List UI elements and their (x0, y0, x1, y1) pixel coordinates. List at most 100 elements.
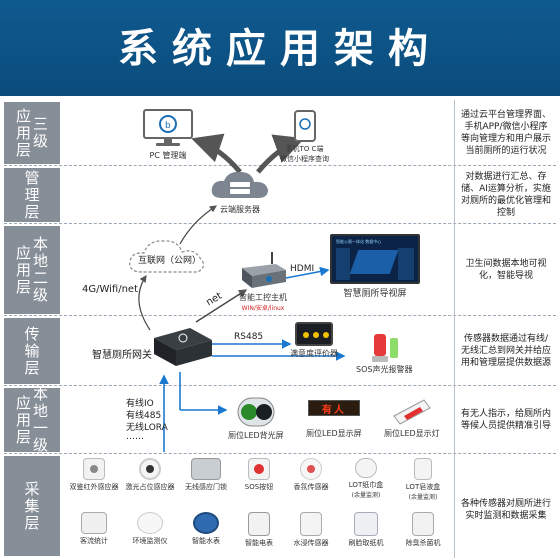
desc-app3: 通过云平台管理界面、手机APP/微信小程序等向管理方和用户展示当前厕所的运行状况 (456, 104, 556, 162)
mobile-label-1: 手机TO C端 (285, 145, 324, 153)
desc-divider (454, 100, 455, 558)
evaluator-label: 满意度评价器 (290, 349, 338, 358)
net-label-left: 4G/Wifi/net (82, 284, 139, 295)
sos-button-icon (248, 458, 270, 480)
sensor-face-paper[interactable]: 刷脸取纸机 (340, 512, 392, 548)
host-label: 智能工控主机 (239, 293, 287, 302)
sensor-env-monitor[interactable]: 环境监测仪 (122, 512, 178, 546)
people-counter-icon (81, 512, 107, 534)
water-leak-sensor-icon (300, 512, 322, 536)
page-title: 系统应用架构 (118, 26, 442, 72)
backlight-screen-icon (237, 397, 275, 427)
desc-app2: 卫生间数据本地可视化，智能导视 (456, 248, 556, 292)
phone-icon (293, 110, 316, 142)
layer-label-app1: 应用层 本地一级 (4, 386, 60, 454)
wired-ellipsis: …… (126, 432, 144, 442)
host-box-icon (242, 252, 286, 288)
led-text: 有人 (321, 404, 346, 416)
sensor-row-2: 客流统计 环境监测仪 智能水表 智能电表 水浸传感器 刷脸取纸机 除臭杀菌机 (64, 512, 452, 558)
layer-label-trans: 传输层 (4, 318, 60, 384)
pc-client[interactable]: b PC 管理端 (142, 108, 194, 161)
hdmi-label: HDMI (290, 264, 315, 274)
sensor-soap-box[interactable]: LOT皂液盒 (余量监测) (396, 458, 450, 501)
host-os-label: WIN/安卓/linux (241, 305, 285, 312)
screen-panel-right (398, 248, 414, 280)
laser-sensor-icon (139, 458, 161, 480)
screen-header-text: 智能公厕一体化 数据中心 (336, 239, 382, 244)
sensor-water-meter[interactable]: 智能水表 (178, 512, 234, 546)
smart-gateway[interactable] (150, 322, 216, 370)
desc-mgmt: 对数据进行汇总、存储、AI运算分析，实施对厕所的最优化管理和控制 (456, 170, 556, 220)
display2-label: 厕位LED显示屏 (306, 429, 362, 438)
tissue-box-icon (355, 458, 377, 478)
display1-label: 厕位LED背光屏 (228, 431, 284, 440)
layer-band-app2 (4, 224, 556, 316)
led-panel: 有人 (307, 400, 360, 416)
sensor-infrared[interactable]: 双鉴红外感应器 (66, 458, 122, 492)
arrow-gateway-to-internet (138, 275, 151, 331)
layer-label-app3: 应用层 三级 (4, 102, 60, 164)
arrow-server-to-pc (191, 133, 242, 174)
layer-label-mgmt: 管理层 (4, 168, 60, 222)
sos-label: SOS声光报警器 (356, 365, 413, 374)
infrared-sensor-icon (83, 458, 105, 480)
sensor-fragrance[interactable]: 香氛传感器 (286, 458, 336, 492)
sensor-tissue-box[interactable]: LOT纸巾盒 (余量监测) (340, 458, 392, 499)
evaluator-screen (295, 322, 333, 346)
guide-screen-display: 智能公厕一体化 数据中心 (330, 234, 420, 284)
layer-band-trans (4, 316, 556, 386)
screen-label: 智慧厕所导视屏 (343, 289, 407, 299)
desc-collect: 各种传感器对厕所进行实时监测和数据采集 (456, 480, 556, 540)
arrow-gateway-to-host (195, 289, 248, 323)
sos-alarm[interactable]: SOS声光报警器 (356, 330, 412, 375)
header-banner: 系统应用架构 (0, 0, 560, 96)
sensor-water-leak[interactable]: 水浸传感器 (286, 512, 336, 548)
desc-trans: 传感器数据通过有线/无线汇总到网关并给应用和管理层提供数据源 (456, 320, 556, 382)
layer-band-app1 (4, 386, 556, 454)
mobile-client[interactable]: 手机TO C端 微信小程序查询 (280, 110, 329, 164)
layer-band-mgmt (4, 166, 556, 224)
arrow-host-to-screen (285, 266, 330, 279)
deodorizer-icon (412, 512, 434, 536)
sensor-people-counter[interactable]: 客流统计 (66, 512, 122, 546)
layer-label-collect: 采集层 (4, 456, 60, 556)
door-lock-icon (191, 458, 221, 480)
display3-label: 厕位LED显示灯 (384, 429, 440, 438)
sensor-door-lock[interactable]: 无线感应门锁 (178, 458, 234, 492)
gateway-label: 智慧厕所网关 (92, 350, 152, 361)
pc-label: PC 管理端 (149, 151, 187, 160)
satisfaction-evaluator[interactable]: 满意度评价器 (290, 322, 338, 359)
mobile-label-2: 微信小程序查询 (280, 155, 329, 163)
cloud-server[interactable]: 云端服务器 (208, 168, 272, 215)
power-meter-icon (248, 512, 270, 536)
alarm-light-icon (372, 334, 399, 362)
desc-app1: 有无人指示，给厕所内等候人员提供精准引导 (456, 392, 556, 448)
sensor-laser[interactable]: 激光占位感应器 (122, 458, 178, 492)
layer-label-app2: 应用层 本地二级 (4, 226, 60, 314)
sensor-row-1: 双鉴红外感应器 激光占位感应器 无线感应门锁 SOS按钮 香氛传感器 LOT纸巾… (64, 458, 452, 508)
screen-map (349, 250, 399, 274)
svg-text:b: b (165, 121, 171, 131)
led-backlight-screen[interactable]: 厕位LED背光屏 (228, 396, 284, 441)
gateway-box-icon (154, 328, 212, 366)
sensor-power-meter[interactable]: 智能电表 (234, 512, 284, 548)
fragrance-sensor-icon (300, 458, 322, 480)
cloud-label: 云端服务器 (220, 205, 260, 214)
sensor-deodorizer[interactable]: 除臭杀菌机 (396, 512, 450, 548)
guide-screen[interactable]: 智能公厕一体化 数据中心 智慧厕所导视屏 (330, 234, 420, 299)
wireless-lora: 无线LORA (126, 423, 168, 433)
sensor-sos-button[interactable]: SOS按钮 (234, 458, 284, 492)
led-indicator-light[interactable]: 厕位LED显示灯 (384, 396, 440, 439)
internet-cloud-icon (129, 240, 205, 273)
internet-label: 互联网（公网） (138, 256, 202, 266)
led-display-screen[interactable]: 有人 厕位LED显示屏 (306, 400, 362, 439)
indicator-light-icon (393, 399, 431, 425)
arrow-internet-to-server (179, 205, 217, 245)
internet-cloud: 互联网（公网） (126, 236, 210, 282)
face-paper-icon (354, 512, 378, 536)
soap-box-icon (414, 458, 432, 480)
monitor-icon: b (143, 109, 193, 146)
cloud-server-icon (211, 171, 268, 198)
screen-panel-left (336, 248, 350, 280)
industrial-host[interactable]: 智能工控主机 WIN/安卓/linux (236, 250, 290, 312)
